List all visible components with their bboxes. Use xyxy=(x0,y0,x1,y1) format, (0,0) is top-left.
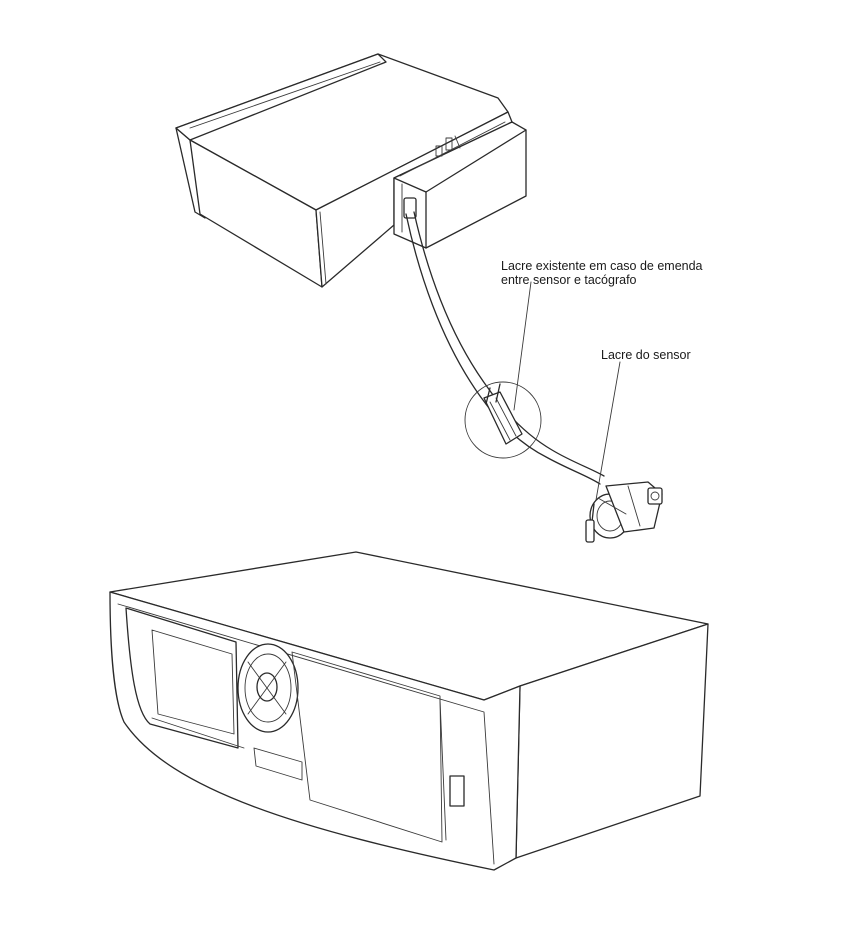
display-window xyxy=(125,607,245,749)
upper-tachograph-unit xyxy=(175,53,527,288)
motion-sensor xyxy=(585,481,663,543)
sensor-seal-label: Lacre do sensor xyxy=(601,348,691,362)
splice-connector xyxy=(483,383,523,445)
splice-highlight-circle xyxy=(464,381,542,459)
leader-sensor-seal xyxy=(595,361,621,501)
sensor-cable xyxy=(405,211,605,485)
lower-tachograph-unit xyxy=(109,551,709,871)
control-keypad xyxy=(237,643,299,733)
leader-splice-seal xyxy=(513,281,532,411)
sensor-seal-tag xyxy=(585,497,627,543)
splice-seal-label-line1: Lacre existente em caso de emenda xyxy=(501,259,703,273)
splice-seal-label-line2: entre sensor e tacógrafo xyxy=(501,273,637,287)
connector-housing xyxy=(393,121,527,249)
side-latch xyxy=(449,775,465,807)
